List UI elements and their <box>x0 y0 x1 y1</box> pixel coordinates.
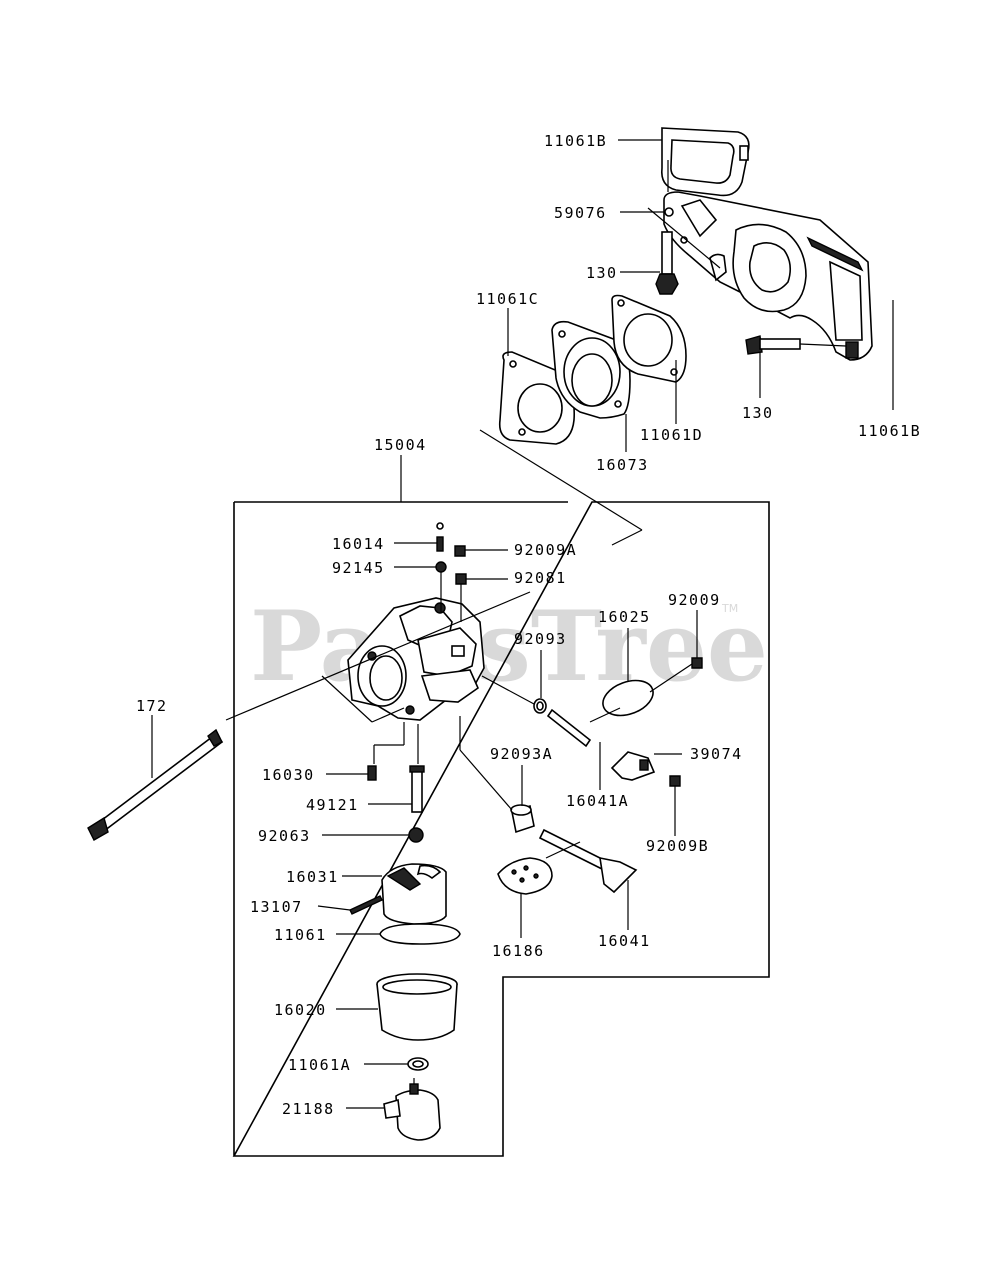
bolt-130-lower[interactable] <box>745 335 801 355</box>
label-11061[interactable]: 11061 <box>274 926 327 944</box>
label-11061b-right[interactable]: 11061B <box>858 422 921 440</box>
label-92081[interactable]: 92081 <box>514 569 567 587</box>
label-11061c[interactable]: 11061C <box>476 290 539 308</box>
label-11061b-top[interactable]: 11061B <box>544 132 607 150</box>
gasket-11061c[interactable] <box>498 351 576 445</box>
bushing-92093a[interactable] <box>510 804 535 834</box>
tube-49121[interactable] <box>409 765 425 813</box>
label-92009a[interactable]: 92009A <box>514 541 577 559</box>
screw-92009b[interactable] <box>669 775 681 787</box>
label-13107[interactable]: 13107 <box>250 898 303 916</box>
label-15004[interactable]: 15004 <box>374 436 427 454</box>
leader-13107 <box>317 905 351 911</box>
label-92093a[interactable]: 92093A <box>490 745 553 763</box>
label-92009b[interactable]: 92009B <box>646 837 709 855</box>
leader-gasket-to-carb <box>479 429 643 531</box>
leader-gasket-to-carb-b <box>611 529 643 546</box>
gasket-11061[interactable] <box>379 923 461 945</box>
lever-39074[interactable] <box>610 751 656 781</box>
leader-92093-to-carb <box>481 675 535 705</box>
label-172[interactable]: 172 <box>136 697 168 715</box>
washer-92093[interactable] <box>533 698 547 714</box>
needle-16030[interactable] <box>367 765 377 781</box>
plate-16025[interactable] <box>598 674 658 722</box>
leader-carb-left <box>321 675 373 723</box>
leader-92009-to-plate <box>649 663 693 693</box>
shaft-16041[interactable] <box>538 828 638 894</box>
label-16020[interactable]: 16020 <box>274 1001 327 1019</box>
leader-130-lower-bolt <box>799 343 847 347</box>
leader-to-92093a <box>459 749 513 811</box>
plate-16186[interactable] <box>497 857 553 895</box>
label-39074[interactable]: 39074 <box>690 745 743 763</box>
label-130-upper[interactable]: 130 <box>586 264 618 282</box>
spring-92081[interactable] <box>455 573 467 585</box>
screw-92009a[interactable] <box>454 545 466 557</box>
shaft-16041a[interactable] <box>546 708 592 748</box>
label-11061d[interactable]: 11061D <box>640 426 703 444</box>
label-49121[interactable]: 49121 <box>306 796 359 814</box>
leader-16025-to-shaft <box>589 707 621 723</box>
label-16014[interactable]: 16014 <box>332 535 385 553</box>
leader-172-to-carb <box>225 591 531 721</box>
nut-92063[interactable] <box>408 827 424 843</box>
label-130-lower[interactable]: 130 <box>742 404 774 422</box>
insulator-16073[interactable] <box>551 320 631 419</box>
leader-59076-b <box>647 207 721 269</box>
leader-16186-to-shaft <box>545 841 581 859</box>
label-92009[interactable]: 92009 <box>668 591 721 609</box>
stud-172[interactable] <box>87 728 224 841</box>
label-16025[interactable]: 16025 <box>598 608 651 626</box>
solenoid-21188[interactable] <box>383 1078 441 1141</box>
bowl-16020[interactable] <box>376 973 458 1041</box>
label-92063[interactable]: 92063 <box>258 827 311 845</box>
label-21188[interactable]: 21188 <box>282 1100 335 1118</box>
leader-carb-left-b <box>371 707 405 723</box>
carburetor-body-15004[interactable] <box>347 597 485 721</box>
label-16041[interactable]: 16041 <box>598 932 651 950</box>
bolt-130-upper[interactable] <box>655 231 679 295</box>
label-11061a[interactable]: 11061A <box>288 1056 351 1074</box>
pin-13107[interactable] <box>349 895 383 915</box>
label-16186[interactable]: 16186 <box>492 942 545 960</box>
label-16041a[interactable]: 16041A <box>566 792 629 810</box>
screw-92009[interactable] <box>691 657 703 669</box>
gasket-11061d[interactable] <box>611 294 687 383</box>
watermark-tm: TM <box>721 602 738 615</box>
label-92093[interactable]: 92093 <box>514 630 567 648</box>
label-16031[interactable]: 16031 <box>286 868 339 886</box>
intake-manifold-59076[interactable] <box>663 191 873 361</box>
label-16030[interactable]: 16030 <box>262 766 315 784</box>
oring-92145[interactable] <box>435 561 447 573</box>
washer-11061a[interactable] <box>407 1057 429 1071</box>
label-16073[interactable]: 16073 <box>596 456 649 474</box>
label-92145[interactable]: 92145 <box>332 559 385 577</box>
float-16031[interactable] <box>381 863 447 925</box>
watermark: PartsTree <box>250 590 768 703</box>
intake-gasket-11061b-top[interactable] <box>660 127 750 197</box>
jet-16014[interactable] <box>436 522 444 552</box>
label-59076[interactable]: 59076 <box>554 204 607 222</box>
